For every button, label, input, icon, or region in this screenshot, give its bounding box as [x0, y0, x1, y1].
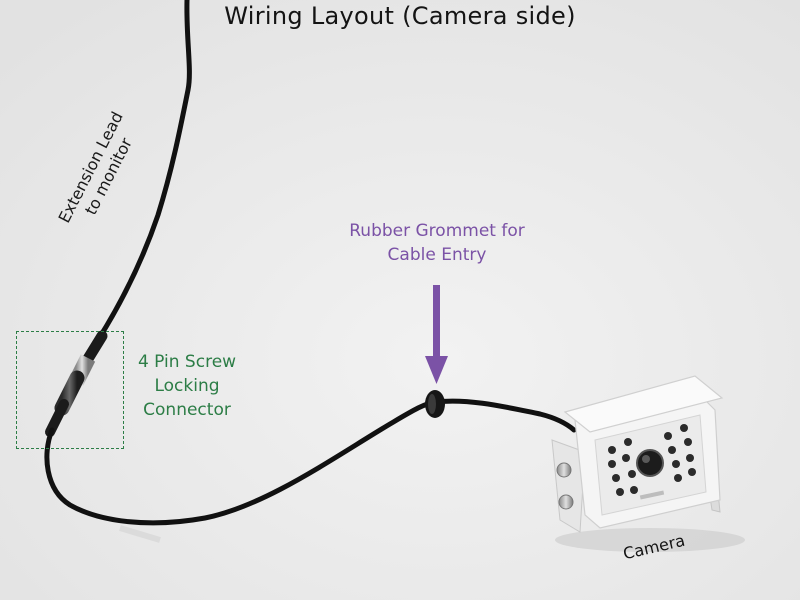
- camera-body: [551, 375, 745, 552]
- camera-cable: [44, 398, 577, 526]
- connector-label-line-1: 4 Pin Screw: [137, 352, 237, 372]
- connector-highlight-box: [16, 331, 124, 449]
- extension-lead-cable: [95, 0, 192, 343]
- connector-label-line-2: Locking: [154, 376, 220, 396]
- grommet-label: Rubber Grommet for Cable Entry: [330, 219, 544, 267]
- connector-assembly: [45, 330, 108, 437]
- grommet-label-line-1: Rubber Grommet for: [349, 221, 525, 241]
- rubber-grommet: [425, 390, 445, 418]
- camera-lens: [636, 449, 664, 477]
- camera-ir-leds: [608, 424, 696, 496]
- connector-label: 4 Pin Screw Locking Connector: [128, 350, 246, 422]
- grommet-label-line-2: Cable Entry: [387, 245, 487, 265]
- grommet-pointer-arrow: [425, 285, 448, 384]
- connector-label-line-3: Connector: [143, 400, 231, 420]
- page-title: Wiring Layout (Camera side): [224, 2, 576, 30]
